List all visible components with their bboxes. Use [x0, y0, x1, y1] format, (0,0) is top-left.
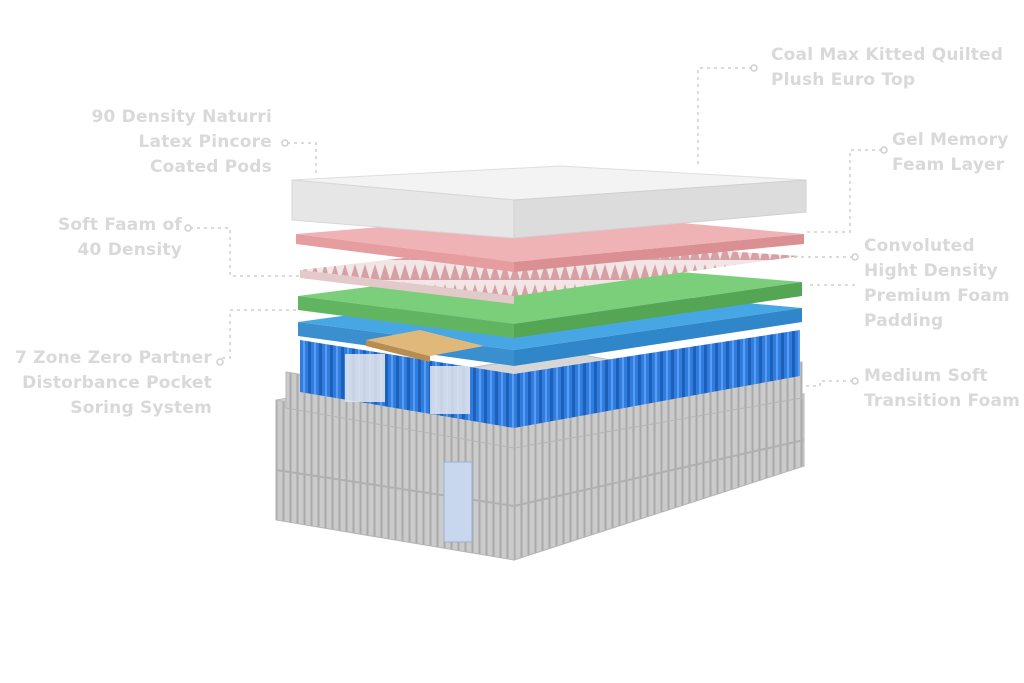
latex-layer	[298, 262, 802, 338]
label-pocket-spring-line1: 7 Zone Zero Partner	[15, 348, 212, 368]
label-convoluted: Convoluted Hight Density Premium Foam Pa…	[864, 234, 1010, 334]
label-tag	[443, 461, 473, 543]
label-pocket-spring-line2: Distorbance Pocket	[22, 373, 212, 393]
label-latex-line1: 90 Density Naturri	[91, 107, 272, 127]
label-convoluted-line1: Convoluted	[864, 236, 975, 256]
label-transition-line1: Medium Soft	[864, 366, 988, 386]
label-latex-line3: Coated Pods	[150, 157, 272, 177]
label-soft-foam-line2: 40 Density	[77, 240, 182, 260]
label-convoluted-line3: Premium Foam	[864, 286, 1010, 306]
pocket-spring-layer	[300, 330, 800, 428]
label-convoluted-line4: Padding	[864, 311, 944, 331]
label-gel-memory-line1: Gel Memory	[892, 130, 1009, 150]
label-latex: 90 Density Naturri Latex Pincore Coated …	[91, 105, 272, 180]
label-pocket-spring: 7 Zone Zero Partner Distorbance Pocket S…	[15, 346, 212, 421]
leader-dots	[184, 64, 888, 385]
euro-top-layer	[291, 165, 807, 239]
label-transition-line2: Transition Foam	[864, 391, 1021, 411]
label-gel-memory-line2: Feam Layer	[892, 155, 1005, 175]
label-soft-foam-line1: Soft Faam of	[57, 215, 182, 235]
label-transition: Medium Soft Transition Foam	[864, 364, 1020, 414]
label-euro-top-line1: Coal Max Kitted Quilted	[771, 45, 1004, 65]
label-soft-foam: Soft Faam of 40 Density	[58, 213, 182, 263]
label-euro-top: Coal Max Kitted Quilted Plush Euro Top	[771, 43, 1003, 93]
label-latex-line2: Latex Pincore	[138, 132, 272, 152]
label-pocket-spring-line3: Soring System	[70, 398, 212, 418]
label-gel-memory: Gel Memory Feam Layer	[892, 128, 1009, 178]
label-convoluted-line2: Hight Density	[864, 261, 998, 281]
latex-pad	[366, 330, 484, 362]
label-euro-top-line2: Plush Euro Top	[771, 70, 916, 90]
leader-lines	[190, 67, 882, 387]
